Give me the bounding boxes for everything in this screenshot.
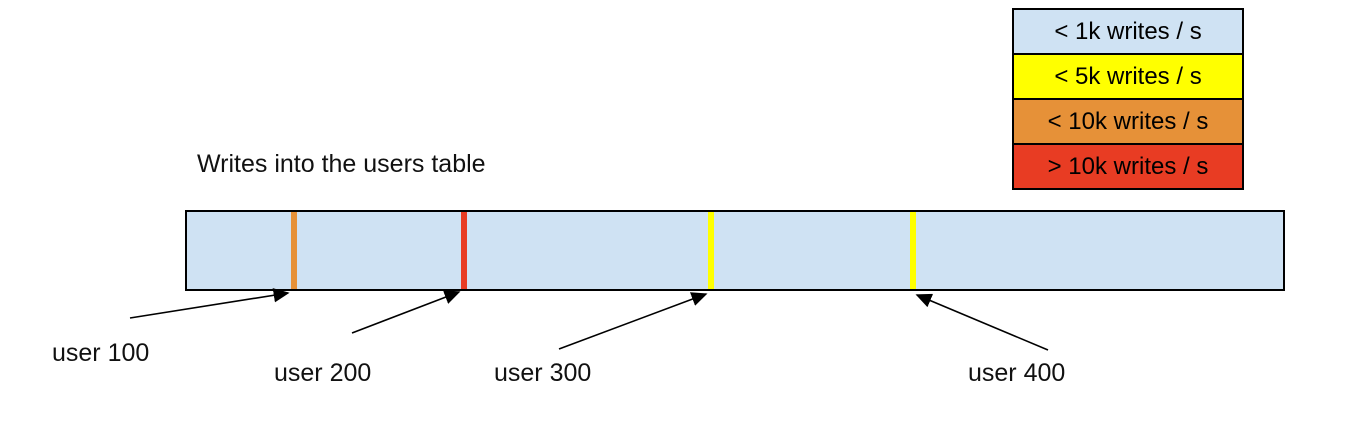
- legend-item-lt-5k: < 5k writes / s: [1012, 53, 1244, 100]
- arrow-user-300: [558, 292, 708, 350]
- legend-item-label: > 10k writes / s: [1047, 152, 1209, 180]
- legend-item-lt-10k: < 10k writes / s: [1012, 98, 1244, 145]
- write-hotspot-user-300: [708, 212, 714, 289]
- write-hotspot-user-200: [461, 212, 467, 289]
- diagram-title: Writes into the users table: [197, 150, 486, 178]
- label-user-200: user 200: [274, 359, 372, 387]
- legend-item-label: < 1k writes / s: [1054, 17, 1202, 45]
- legend: < 1k writes / s < 5k writes / s < 10k wr…: [1012, 8, 1244, 190]
- label-user-300: user 300: [494, 359, 592, 387]
- legend-item-label: < 5k writes / s: [1054, 62, 1202, 90]
- legend-item-gt-10k: > 10k writes / s: [1012, 143, 1244, 190]
- label-user-400: user 400: [968, 359, 1066, 387]
- arrow-user-400: [915, 293, 1049, 351]
- legend-item-label: < 10k writes / s: [1047, 107, 1209, 135]
- label-user-100: user 100: [52, 339, 150, 367]
- users-table-bar: [185, 210, 1285, 291]
- arrow-user-100: [129, 288, 290, 319]
- arrow-user-200: [351, 290, 461, 334]
- write-hotspot-user-400: [910, 212, 916, 289]
- write-hotspot-user-100: [291, 212, 297, 289]
- legend-item-lt-1k: < 1k writes / s: [1012, 8, 1244, 55]
